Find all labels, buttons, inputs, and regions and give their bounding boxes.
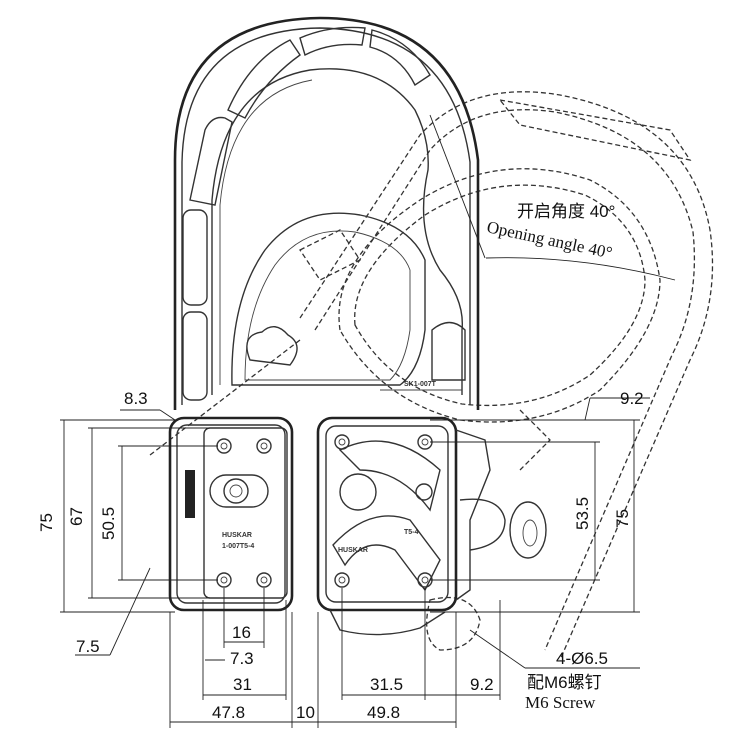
closed-shackle [173, 16, 480, 410]
dim-53-5: 53.5 [573, 497, 592, 530]
dim-67: 67 [67, 507, 86, 526]
dim-31-5: 31.5 [370, 675, 403, 694]
dim-47-8: 47.8 [212, 703, 245, 722]
dim-16: 16 [232, 623, 251, 642]
dim-8-3: 8.3 [124, 389, 148, 408]
opening-angle-cn: 开启角度 40° [517, 202, 615, 221]
left-plate-mark: 1-007T5-4 [222, 543, 254, 550]
dim-50-5: 50.5 [99, 507, 118, 540]
hasp-body [168, 416, 547, 636]
screw-note-cn: 配M6螺钉 [527, 673, 602, 692]
dimension-lines [60, 114, 676, 728]
shackle-part-mark: SK1-007T [404, 381, 437, 388]
dim-9-2-top: 9.2 [620, 389, 644, 408]
left-plate-brand: HUSKAR [222, 532, 252, 539]
opening-angle-en: Opening angle 40° [485, 217, 614, 262]
mounting-holes [216, 434, 433, 588]
dim-75-right: 75 [613, 509, 632, 528]
hole-spec: 4-Ø6.5 [556, 649, 608, 668]
right-plate-brand: HUSKAR [338, 547, 368, 554]
open-shackle-ghost [149, 91, 714, 661]
dim-7-3: 7.3 [230, 649, 254, 668]
dim-75-left: 75 [37, 513, 56, 532]
dim-9-2-bottom: 9.2 [470, 675, 494, 694]
right-plate-mark: T5-4 [404, 529, 419, 536]
screw-note-en: M6 Screw [525, 693, 596, 712]
dim-49-8: 49.8 [367, 703, 400, 722]
dim-10: 10 [296, 703, 315, 722]
dim-31: 31 [233, 675, 252, 694]
dim-7-5: 7.5 [76, 637, 100, 656]
